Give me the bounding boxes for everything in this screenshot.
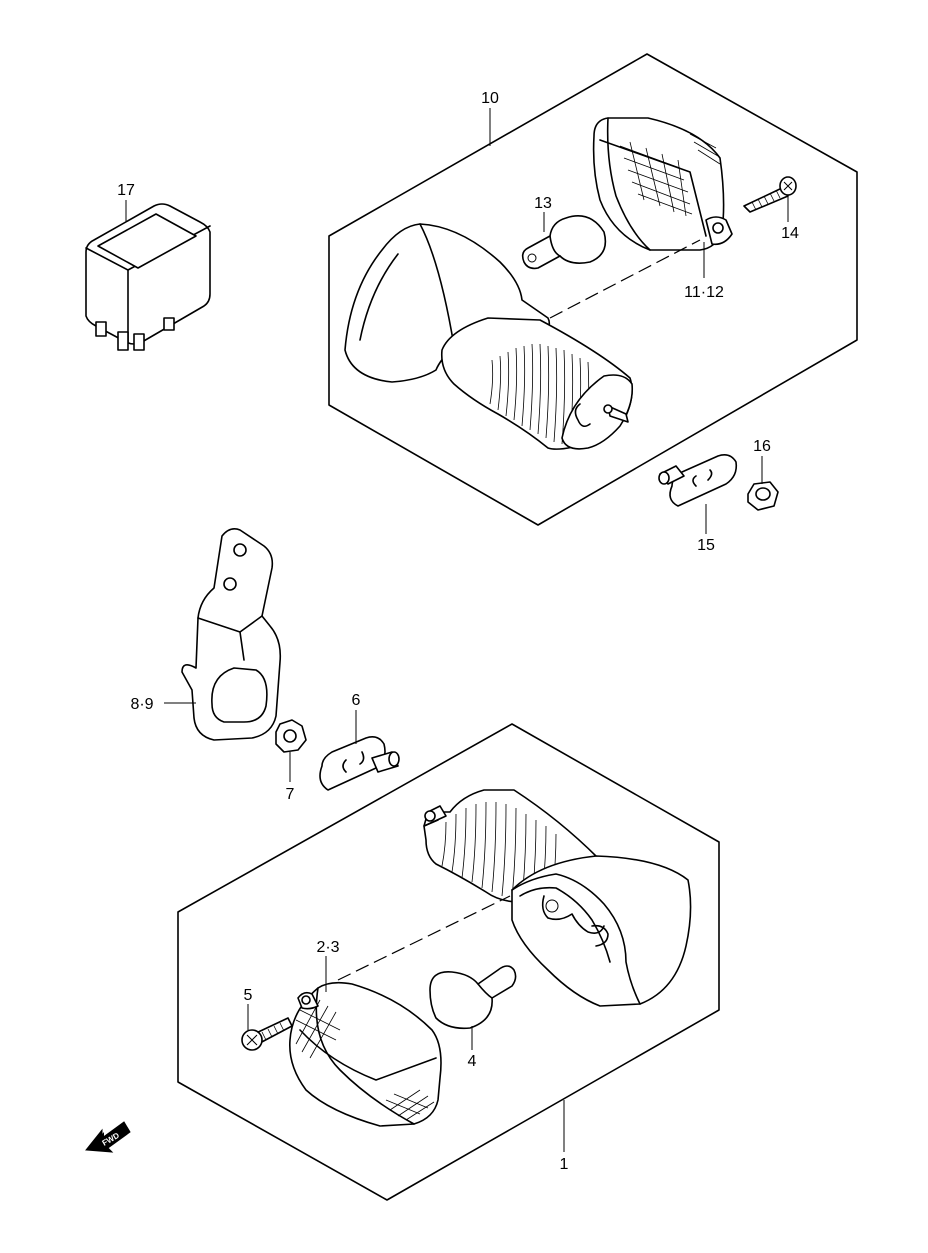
assembly-box-10 — [328, 53, 858, 526]
part-2-3-lens — [289, 981, 442, 1127]
part-13-bulb — [521, 215, 607, 270]
part-4-bulb — [429, 965, 517, 1030]
callout-13: 13 — [534, 195, 552, 212]
callout-15: 15 — [697, 537, 715, 554]
callout-6: 6 — [352, 692, 361, 709]
callout-16: 16 — [753, 438, 771, 455]
callout-17: 17 — [117, 182, 135, 199]
part-5-screw — [241, 1017, 293, 1051]
leader-lines — [125, 108, 789, 1152]
part-14-screw — [743, 176, 797, 213]
callout-8-9: 8·9 — [130, 696, 153, 713]
callout-7: 7 — [286, 786, 295, 803]
callout-10: 10 — [481, 90, 499, 107]
part-7-nut — [275, 719, 307, 753]
callout-4: 4 — [468, 1053, 477, 1070]
part-17-relay — [85, 203, 211, 351]
fwd-arrow-icon: FWD — [85, 1121, 131, 1153]
part-8-9-bracket — [181, 528, 282, 741]
callout-11-12: 11·12 — [684, 284, 724, 301]
assembly-box-1 — [177, 723, 720, 1201]
callout-labels: 10 17 13 14 11·12 16 15 8·9 6 7 2·3 5 4 … — [117, 90, 799, 1173]
part-10-housing — [344, 223, 634, 450]
callout-14: 14 — [781, 225, 799, 242]
part-6-plate — [319, 736, 400, 791]
callout-1: 1 — [560, 1156, 569, 1173]
assembly-axes — [337, 239, 701, 981]
part-1-housing — [423, 789, 692, 1007]
callout-2-3: 2·3 — [316, 939, 339, 956]
part-16-nut — [747, 481, 779, 511]
callout-5: 5 — [244, 987, 253, 1004]
part-15-plate — [658, 454, 738, 507]
part-11-12-lens — [592, 117, 733, 251]
